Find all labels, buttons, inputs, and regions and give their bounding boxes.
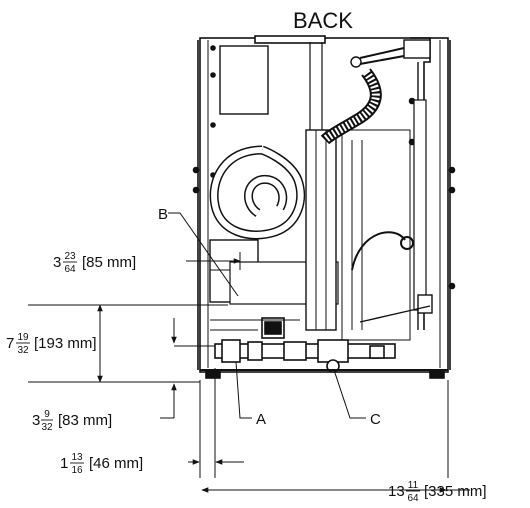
svg-text:19: 19 xyxy=(17,332,29,343)
dimension-d5: 13 11 64 [335 mm] xyxy=(388,480,487,504)
dimension-d1: 3 23 64 [85 mm] xyxy=(53,251,136,275)
svg-text:[83 mm]: [83 mm] xyxy=(58,412,112,429)
view-title: BACK xyxy=(293,8,353,33)
svg-text:32: 32 xyxy=(41,422,53,433)
svg-text:[193 mm]: [193 mm] xyxy=(34,335,97,352)
svg-text:3: 3 xyxy=(32,412,40,429)
unit-cabinet xyxy=(192,35,456,379)
svg-text:9: 9 xyxy=(44,409,50,420)
svg-text:7: 7 xyxy=(6,335,14,352)
svg-text:64: 64 xyxy=(407,493,419,504)
dimension-lines xyxy=(28,212,470,493)
svg-text:[46 mm]: [46 mm] xyxy=(89,455,143,472)
callout-c: C xyxy=(370,411,381,428)
svg-text:[85 mm]: [85 mm] xyxy=(82,254,136,271)
svg-text:1: 1 xyxy=(60,455,68,472)
svg-text:23: 23 xyxy=(64,251,76,262)
svg-text:16: 16 xyxy=(71,465,83,476)
dimension-d3: 3 9 32 [83 mm] xyxy=(32,409,112,433)
dimension-d2: 7 19 32 [193 mm] xyxy=(6,332,97,356)
callout-b: B xyxy=(158,206,168,223)
svg-text:13: 13 xyxy=(388,483,405,500)
dimension-d4: 1 13 16 [46 mm] xyxy=(60,452,143,476)
svg-text:13: 13 xyxy=(71,452,83,463)
svg-text:11: 11 xyxy=(408,480,419,491)
svg-text:[335 mm]: [335 mm] xyxy=(424,483,487,500)
svg-text:3: 3 xyxy=(53,254,61,271)
callout-a: A xyxy=(256,411,266,428)
svg-text:32: 32 xyxy=(17,345,29,356)
svg-text:64: 64 xyxy=(64,264,76,275)
